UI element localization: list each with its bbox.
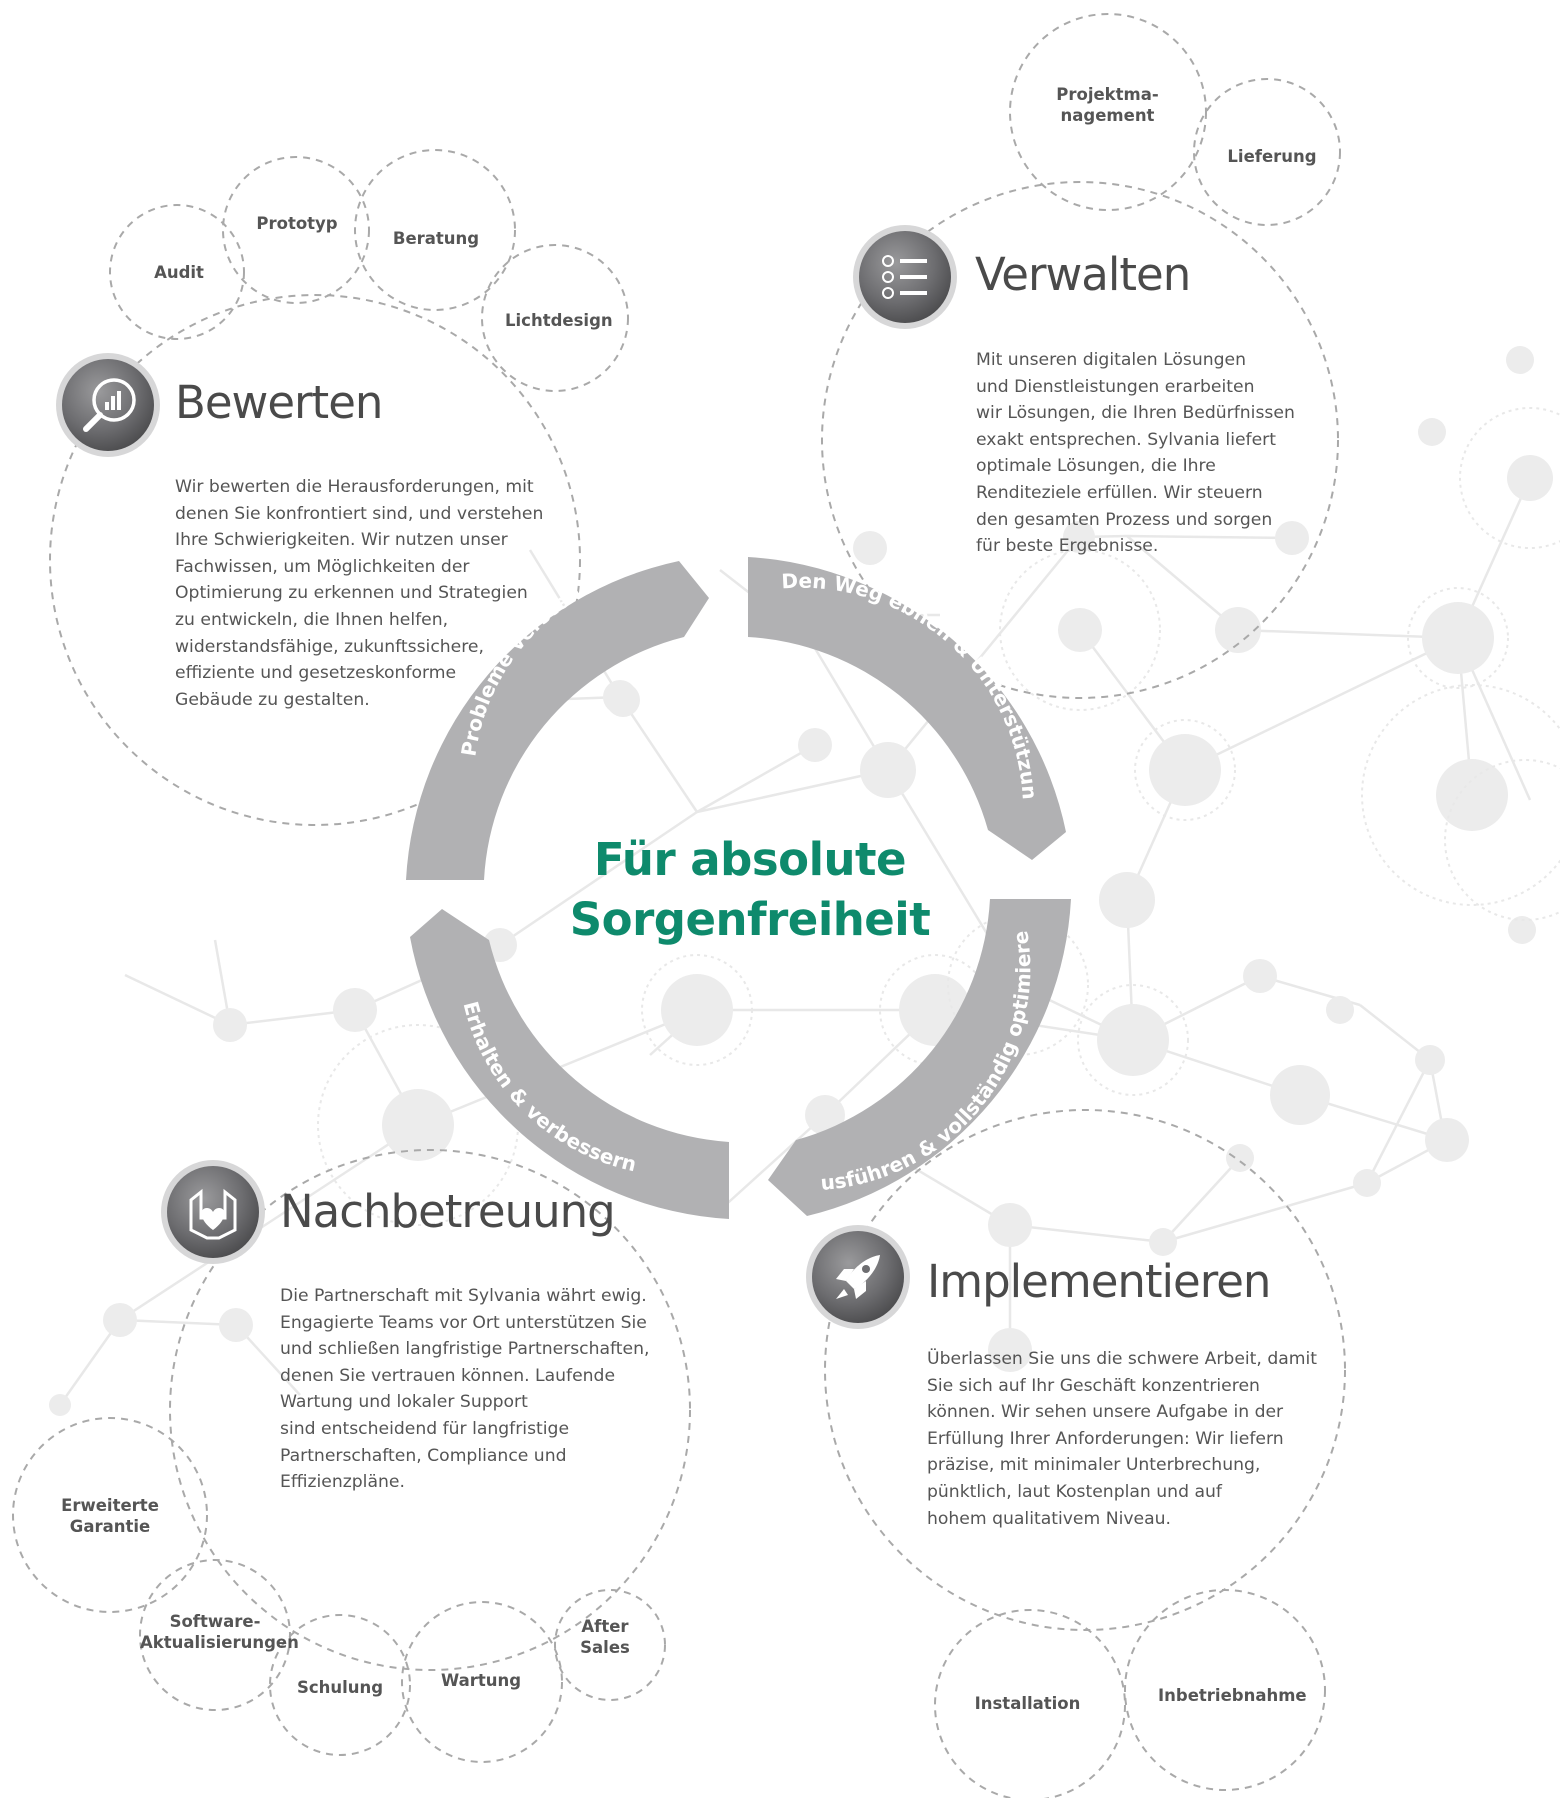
bubble-prototyp: Prototyp	[256, 214, 338, 233]
nachbetreuung-line: und schließen langfristige Partnerschaft…	[280, 1339, 650, 1360]
bewerten-line: Fachwissen, um Möglichkeiten der	[175, 556, 470, 577]
bubble-projektmanagement: Projektma- nagement	[1050, 84, 1165, 126]
nachbetreuung-line: Effizienzpläne.	[280, 1472, 405, 1493]
bubble-lieferung: Lieferung	[1227, 147, 1317, 166]
implementieren-line: präzise, mit minimaler Unterbrechung,	[927, 1455, 1261, 1476]
bubble-outline-schulung	[269, 1614, 411, 1756]
bubble-wartung: Wartung	[440, 1671, 522, 1690]
dashed-bubbles	[12, 13, 1346, 1798]
nachbetreuung-body: Die Partnerschaft mit Sylvania währt ewi…	[280, 1283, 649, 1496]
bubble-outline-lichtdesign	[481, 244, 629, 392]
arc-den-weg-ebnen	[748, 557, 1066, 860]
bubble-projektmanagement-line1: Projektma-	[1056, 85, 1159, 104]
nachbetreuung-line: Wartung und lokaler Support	[280, 1392, 528, 1413]
bewerten-line: Optimierung zu erkennen und Strategien	[175, 583, 528, 604]
nachbetreuung-title: Nachbetreuung	[280, 1185, 616, 1238]
implementieren-line: Überlassen Sie uns die schwere Arbeit, d…	[927, 1349, 1318, 1369]
bubble-projektmanagement-line2: nagement	[1060, 106, 1155, 125]
bubble-software-aktualisierungen: Software- Aktualisierungen	[140, 1611, 299, 1653]
bubble-software-line2: Aktualisierungen	[140, 1633, 299, 1652]
bewerten-line: denen Sie konfrontiert sind, und versteh…	[175, 503, 544, 524]
implementieren-line: Erfüllung Ihrer Anforderungen: Wir liefe…	[927, 1428, 1284, 1449]
verwalten-line: für beste Ergebnisse.	[976, 536, 1159, 557]
nachbetreuung-line: sind entscheidend für langfristige	[280, 1418, 570, 1439]
bubble-outline-bewerten	[49, 294, 581, 826]
bubble-outline-garantie	[12, 1417, 208, 1613]
implementieren-title: Implementieren	[927, 1255, 1271, 1308]
bubble-beratung: Beratung	[392, 229, 480, 248]
bubble-software-line1: Software-	[169, 1612, 261, 1631]
bubble-installation: Installation	[974, 1694, 1081, 1713]
magnifier-chart-icon	[56, 353, 160, 457]
bewerten-line: widerstandsfähige, zukunftssichere,	[175, 636, 484, 657]
implementieren-line: Sie sich auf Ihr Geschäft konzentrieren	[927, 1375, 1260, 1396]
bubble-outline-beratung	[354, 149, 516, 311]
bewerten-body: Wir bewerten die Herausforderungen, mit …	[175, 474, 543, 713]
bewerten-line: Gebäude zu gestalten.	[175, 689, 370, 710]
bubble-outline-installation	[934, 1609, 1126, 1798]
checklist-icon	[853, 225, 957, 329]
verwalten-line: exakt entsprechen. Sylvania liefert	[976, 429, 1276, 450]
hands-heart-icon	[161, 1160, 265, 1264]
nachbetreuung-line: denen Sie vertrauen können. Laufende	[280, 1365, 616, 1386]
implementieren-line: können. Wir sehen unsere Aufgabe in der	[927, 1402, 1284, 1423]
implementieren-body: Überlassen Sie uns die schwere Arbeit, d…	[927, 1346, 1317, 1532]
verwalten-line: Mit unseren digitalen Lösungen	[976, 350, 1246, 370]
verwalten-title: Verwalten	[975, 248, 1191, 301]
bubble-garantie-line2: Garantie	[69, 1517, 151, 1536]
nachbetreuung-line: Die Partnerschaft mit Sylvania währt ewi…	[280, 1286, 647, 1306]
arc-probleme-verstehen	[406, 561, 709, 880]
rocket-icon	[806, 1225, 910, 1329]
bubble-after-line1: After	[581, 1617, 629, 1636]
bubble-schulung: Schulung	[296, 1678, 384, 1697]
verwalten-line: den gesamten Prozess und sorgen	[976, 509, 1273, 530]
bewerten-line: Ihre Schwierigkeiten. Wir nutzen unser	[175, 530, 508, 551]
arc-ausfuehren	[768, 899, 1071, 1216]
bubble-outline-lieferung	[1193, 78, 1341, 226]
implementieren-line: pünktlich, laut Kostenplan und auf	[927, 1481, 1222, 1502]
bubble-outline-prototyp	[222, 156, 370, 304]
verwalten-line: Renditeziele erfüllen. Wir steuern	[976, 482, 1263, 503]
arc-erhalten	[410, 909, 729, 1219]
bubble-after-sales: After Sales	[565, 1616, 645, 1658]
bubble-outline-nachbetreuung	[169, 1149, 691, 1671]
bubble-inbetriebnahme: Inbetriebnahme	[1158, 1686, 1307, 1705]
verwalten-line: wir Lösungen, die Ihren Bedürfnissen	[976, 403, 1295, 424]
bewerten-line: Wir bewerten die Herausforderungen, mit	[175, 477, 534, 497]
cycle-arcs	[406, 557, 1071, 1219]
center-title-line2: Sorgenfreiheit	[569, 893, 931, 946]
bubble-erweiterte-garantie: Erweiterte Garantie	[55, 1495, 165, 1537]
bubble-lichtdesign: Lichtdesign	[505, 311, 613, 330]
verwalten-body: Mit unseren digitalen Lösungen und Diens…	[976, 347, 1295, 560]
implementieren-line: hohem qualitativem Niveau.	[927, 1508, 1171, 1529]
bubble-outline-audit	[109, 204, 245, 340]
bewerten-line: effiziente und gesetzeskonforme	[175, 663, 457, 684]
bubble-outline-implementieren	[824, 1109, 1346, 1631]
nachbetreuung-line: Engagierte Teams vor Ort unterstützen Si…	[280, 1312, 647, 1333]
center-title: Für absolute Sorgenfreiheit	[450, 830, 1050, 950]
bubble-outline-aftersales	[554, 1589, 666, 1701]
bubble-outline-inbetriebnahme	[1124, 1589, 1326, 1791]
nachbetreuung-line: Partnerschaften, Compliance und	[280, 1445, 567, 1466]
bubble-outline-projektmanagement	[1009, 13, 1207, 211]
verwalten-line: optimale Lösungen, die Ihre	[976, 456, 1216, 477]
center-title-line1: Für absolute	[593, 833, 907, 886]
verwalten-line: und Dienstleistungen erarbeiten	[976, 376, 1255, 397]
bubble-garantie-line1: Erweiterte	[61, 1496, 159, 1515]
bubble-audit: Audit	[154, 263, 204, 282]
bewerten-title: Bewerten	[175, 376, 383, 429]
bubble-outline-wartung	[401, 1601, 563, 1763]
bubble-after-line2: Sales	[580, 1638, 630, 1657]
bubble-outline-verwalten	[821, 181, 1339, 699]
bewerten-line: zu entwickeln, die Ihnen helfen,	[175, 609, 449, 630]
